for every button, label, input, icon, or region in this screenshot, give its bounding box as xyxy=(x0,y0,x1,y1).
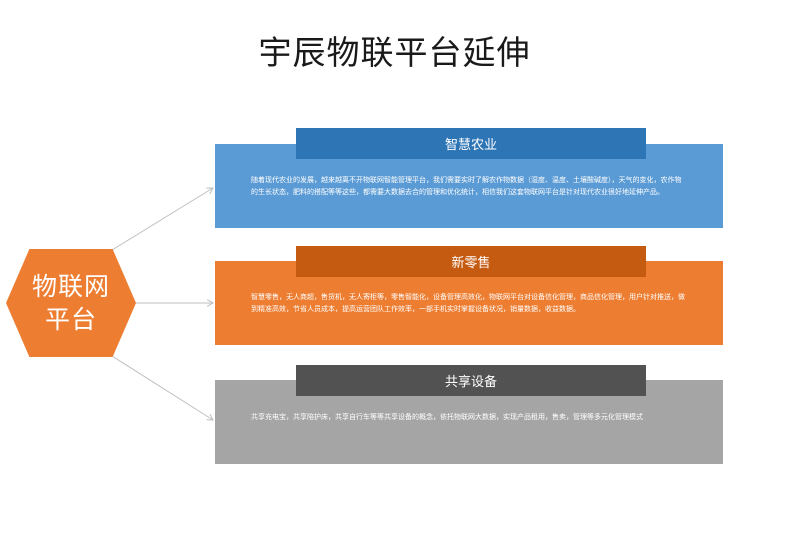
new-retail-header: 新零售 xyxy=(296,246,646,277)
hub-hexagon: 物联网 平台 xyxy=(6,249,136,357)
hub-label-line2: 平台 xyxy=(44,305,97,334)
hub-label-line1: 物联网 xyxy=(31,272,110,301)
page-title: 宇辰物联平台延伸 xyxy=(258,33,531,72)
connector-to-smart-agriculture xyxy=(111,188,213,251)
smart-agriculture-text: 随着现代农业的发展，越来越离不开物联网智能管理平台，我们需要实时了解农作物数据（… xyxy=(251,176,682,196)
new-retail-text: 智慧零售，无人商超，售货机，无人寄柜等，零售智能化，设备管理高效化，物联网平台对… xyxy=(251,293,685,313)
connector-to-shared-devices xyxy=(111,355,213,420)
shared-devices-header: 共享设备 xyxy=(296,365,646,396)
smart-agriculture-header: 智慧农业 xyxy=(296,128,646,159)
shared-devices-text: 共享充电宝，共享陪护床，共享自行车等等共享设备的概念，依托物联网大数据，实现产品… xyxy=(251,413,643,421)
